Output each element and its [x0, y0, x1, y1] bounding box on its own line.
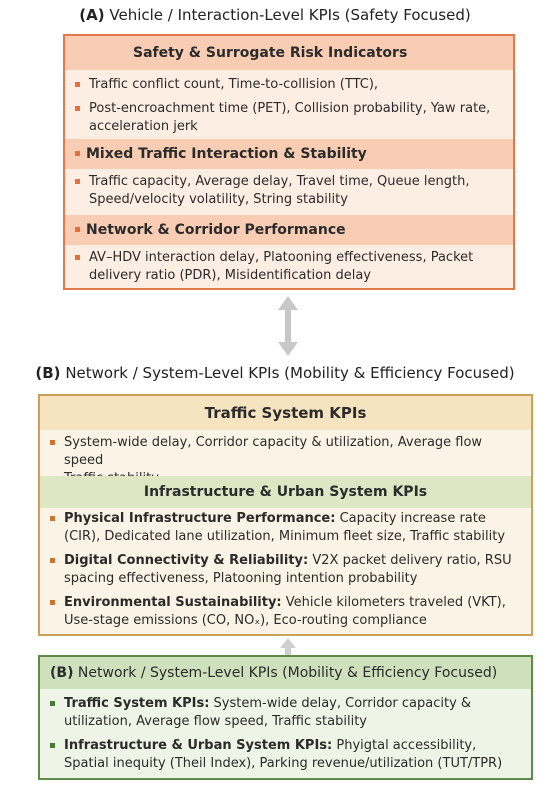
item-text: Vehicle kilometers traveled (VKT), Use-s…: [64, 595, 506, 628]
bullet-icon: [50, 558, 55, 563]
bullet-icon: [75, 151, 80, 156]
list-item: Environmental Sustainability: Vehicle ki…: [40, 594, 517, 630]
section-title-infrastructure: Infrastructure & Urban System KPIs: [40, 476, 531, 508]
section-title-network: Network & Corridor Performance: [65, 215, 513, 245]
summary-list: Traffic System KPIs: System-wide delay, …: [40, 695, 531, 773]
vehicle-kpi-box: Safety & Surrogate Risk Indicators Traff…: [63, 34, 515, 290]
infrastructure-list: Physical Infrastructure Performance: Cap…: [40, 510, 531, 630]
list-item: Post-encroachment time (PET), Collision …: [65, 100, 499, 136]
bullet-icon: [75, 255, 80, 260]
safety-list: Traffic conflict count, Time-to-collisio…: [65, 76, 513, 136]
list-item: AV–HDV interaction delay, Platooning eff…: [65, 249, 499, 285]
item-text: System-wide delay, Corridor capacity & u…: [64, 696, 472, 729]
bullet-icon: [50, 743, 55, 748]
list-item: Traffic capacity, Average delay, Travel …: [65, 173, 499, 209]
bullet-icon: [75, 106, 80, 111]
item-bold: Traffic System KPIs:: [64, 696, 210, 711]
item-text: V2X packet delivery ratio, RSU spacing e…: [64, 553, 512, 586]
heading-a-title: Vehicle / Interaction-Level KPIs (Safety…: [109, 6, 471, 24]
system-kpi-summary-box: (B) Network / System-Level KPIs (Mobilit…: [38, 655, 533, 780]
item-text: System-wide delay, Corridor capacity & u…: [64, 435, 483, 468]
section-title-text: Network & Corridor Performance: [86, 222, 346, 238]
section-title-mixed: Mixed Traffic Interaction & Stability: [65, 139, 513, 169]
item-text: Traffic conflict count, Time-to-collisio…: [89, 77, 379, 92]
heading-b-title: Network / System-Level KPIs (Mobility & …: [65, 364, 515, 382]
heading-a: (A) Vehicle / Interaction-Level KPIs (Sa…: [0, 6, 550, 24]
network-list: AV–HDV interaction delay, Platooning eff…: [65, 249, 513, 285]
heading-b: (B) Network / System-Level KPIs (Mobilit…: [0, 364, 550, 382]
up-arrow-icon: [280, 638, 296, 655]
item-bold: Digital Connectivity & Reliability:: [64, 553, 309, 568]
item-bold: Physical Infrastructure Performance:: [64, 511, 336, 526]
item-bold: Infrastructure & Urban System KPIs:: [64, 738, 333, 753]
mixed-list: Traffic capacity, Average delay, Travel …: [65, 173, 513, 209]
double-arrow-icon: [278, 296, 298, 356]
bullet-icon: [50, 600, 55, 605]
bullet-icon: [75, 227, 80, 232]
bullet-icon: [50, 516, 55, 521]
item-text: Capacity increase rate (CIR), Dedicated …: [64, 511, 506, 544]
section-title-text: Mixed Traffic Interaction & Stability: [86, 146, 367, 162]
item-bold: Environmental Sustainability:: [64, 595, 282, 610]
list-item: Traffic System KPIs: System-wide delay, …: [40, 695, 517, 731]
item-text: AV–HDV interaction delay, Platooning eff…: [89, 250, 474, 283]
bullet-icon: [75, 179, 80, 184]
summary-title: (B) Network / System-Level KPIs (Mobilit…: [40, 657, 531, 689]
bullet-icon: [75, 82, 80, 87]
summary-title-label: (B): [50, 665, 74, 681]
item-text: Traffic capacity, Average delay, Travel …: [89, 174, 470, 207]
list-item: Digital Connectivity & Reliability: V2X …: [40, 552, 517, 588]
item-text: Post-encroachment time (PET), Collision …: [89, 101, 491, 134]
bullet-icon: [50, 440, 55, 445]
list-item: Traffic conflict count, Time-to-collisio…: [65, 76, 499, 94]
bullet-icon: [50, 701, 55, 706]
heading-a-label: (A): [79, 6, 105, 24]
section-title-traffic: Traffic System KPIs: [40, 396, 531, 430]
item-text: Phyigtal accessibility, Spatial inequity…: [64, 738, 503, 771]
list-item: System-wide delay, Corridor capacity & u…: [40, 434, 517, 470]
list-item: Physical Infrastructure Performance: Cap…: [40, 510, 517, 546]
system-kpi-box: Traffic System KPIs System-wide delay, C…: [38, 394, 533, 636]
section-title-safety: Safety & Surrogate Risk Indicators: [65, 36, 513, 70]
heading-b-label: (B): [35, 364, 61, 382]
list-item: Infrastructure & Urban System KPIs: Phyi…: [40, 737, 517, 773]
summary-title-text: Network / System-Level KPIs (Mobility & …: [77, 665, 498, 681]
